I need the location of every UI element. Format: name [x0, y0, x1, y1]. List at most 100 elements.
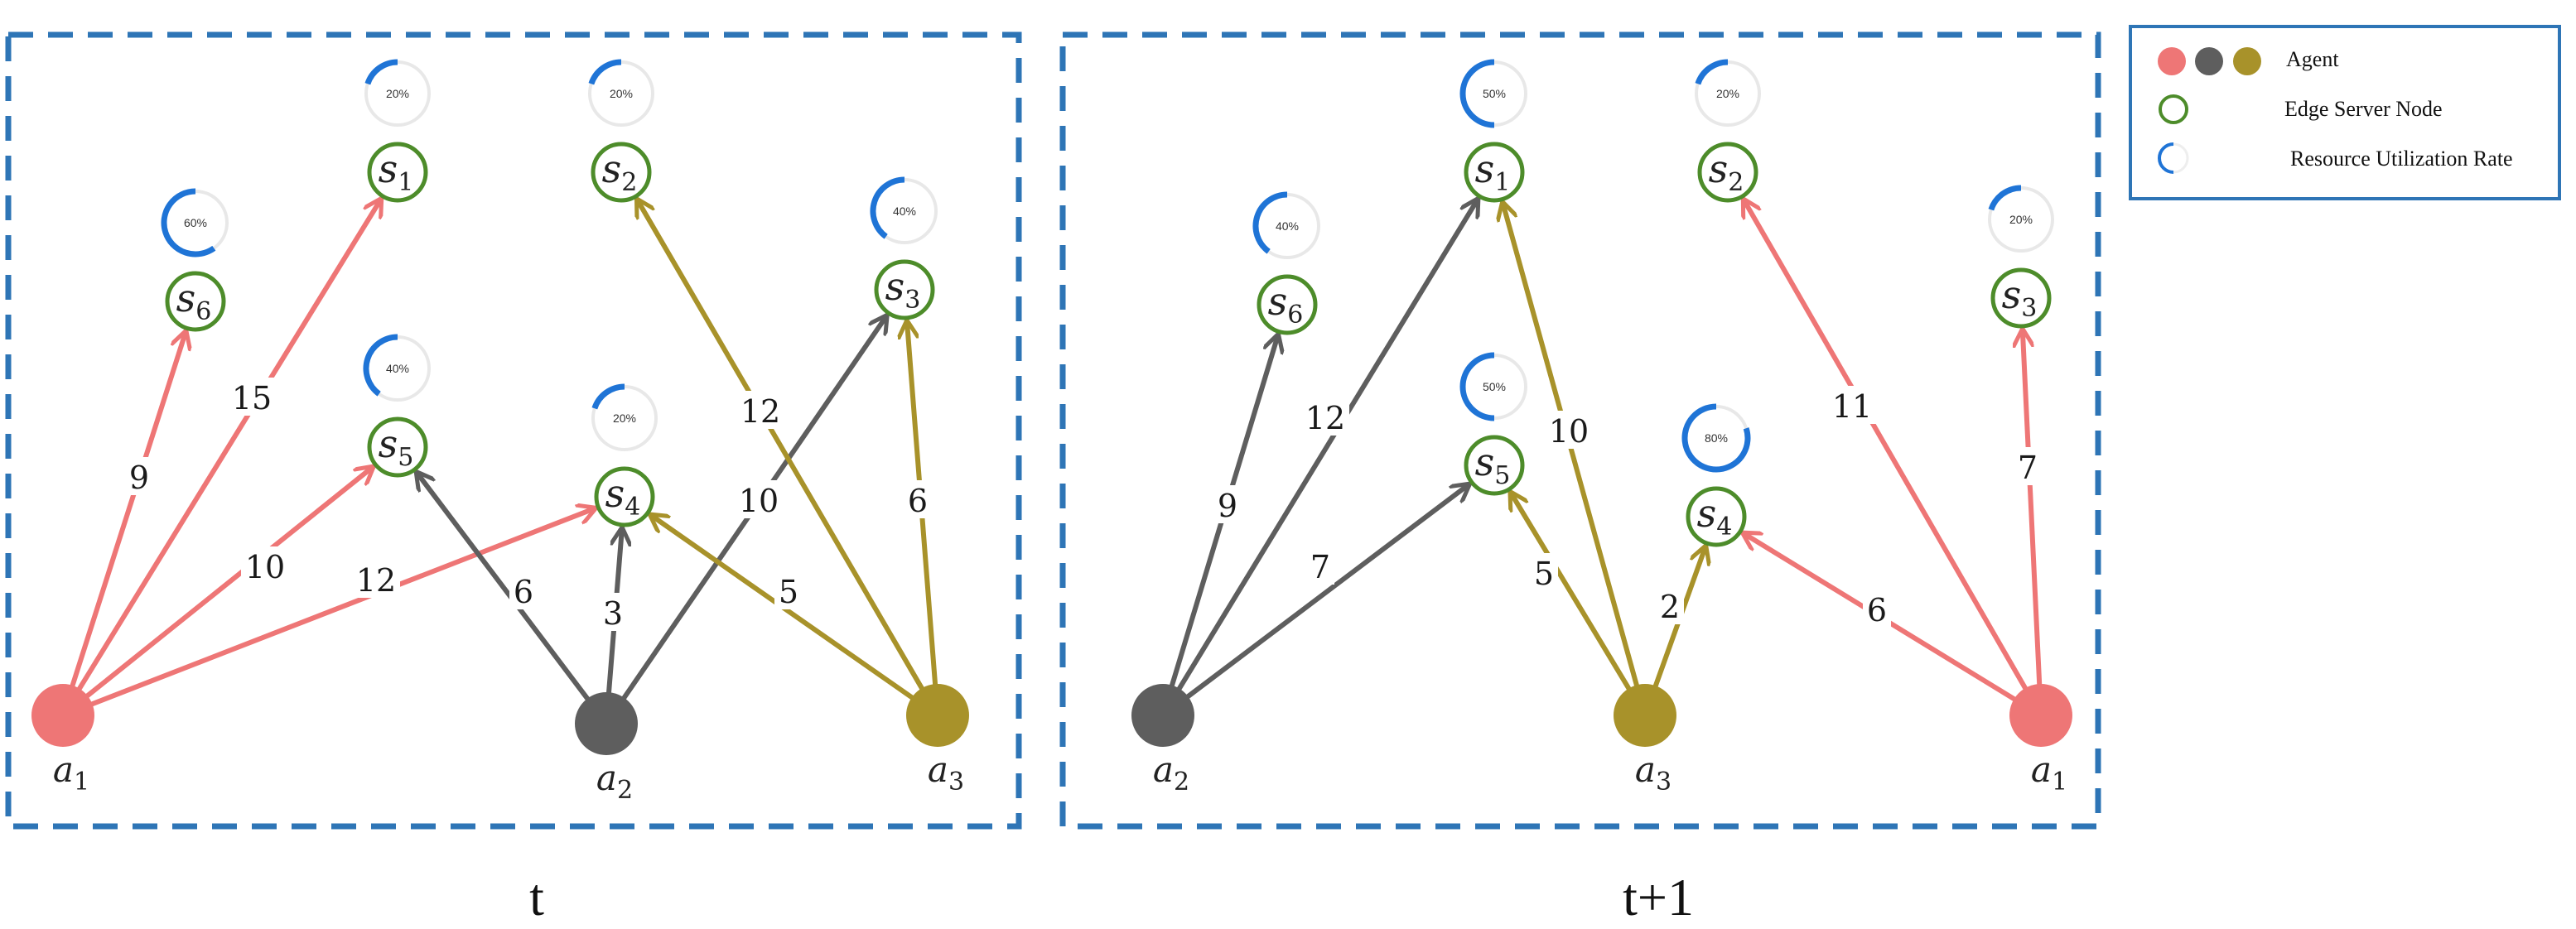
node-letter: s: [1697, 491, 1717, 536]
edge-weight-bg: [599, 593, 627, 631]
agent-letter: a: [596, 758, 617, 798]
panel-t-caption: t: [529, 868, 544, 927]
agent-subscript: 3: [948, 768, 964, 797]
edge-a1-s2: [1744, 200, 2041, 713]
edge-weight-a2-s5: 7: [1310, 549, 1330, 585]
node-subscript: 2: [621, 168, 637, 197]
node-subscript: 5: [1494, 461, 1510, 490]
node-label-s2: s2: [1709, 147, 1744, 197]
agent-letter: a: [2031, 749, 2052, 790]
edge-weight-bg: [2014, 447, 2042, 485]
agent-a2: [1131, 684, 1194, 747]
agent-label-a1: a1: [2031, 749, 2067, 797]
edge-weight-a1-s3: 7: [2018, 450, 2038, 486]
node-subscript: 2: [1728, 168, 1744, 197]
gauge-label-s4: 80%: [1705, 431, 1728, 445]
node-subscript: 6: [1287, 301, 1303, 330]
agent-letter: a: [1153, 749, 1174, 790]
node-s3: [874, 259, 935, 320]
edge-weight-bg: [1828, 386, 1876, 424]
edge-weight-bg: [509, 571, 538, 609]
node-subscript: 6: [195, 297, 211, 326]
agent-subscript: 1: [2052, 768, 2067, 797]
node-label-s6: s6: [1268, 279, 1304, 330]
edge-weight-a1-s4: 6: [1867, 592, 1887, 628]
edge-weight-a2-s5: 6: [514, 574, 533, 610]
edge-a3-s1: [1503, 203, 1646, 712]
gauge-label-s6: 40%: [1276, 219, 1299, 233]
legend-agent1-swatch: [2158, 47, 2186, 75]
edge-weight-bg: [352, 560, 400, 598]
gauge-label-s2: 20%: [1716, 87, 1739, 100]
node-label-s6: s6: [176, 276, 212, 326]
agent-letter: a: [1635, 749, 1656, 790]
edge-weight-a2-s4: 3: [603, 595, 623, 632]
edge-weight-bg: [125, 457, 153, 495]
edge-weight-a3-s1: 10: [1549, 413, 1589, 450]
node-subscript: 4: [1716, 513, 1732, 542]
edge-weight-a3-s5: 5: [1534, 556, 1554, 592]
edge-a1-s4: [66, 508, 596, 716]
agent-a2: [575, 692, 638, 755]
node-subscript: 5: [398, 443, 413, 472]
agent-subscript: 2: [1174, 768, 1189, 797]
agent-subscript: 1: [74, 768, 89, 797]
edge-weight-bg: [736, 391, 784, 429]
legend-node-label: Edge Server Node: [2284, 97, 2443, 121]
gauge-arc-s4: [591, 383, 625, 410]
edge-weight-bg: [1306, 546, 1334, 585]
agent-label-a3: a3: [1635, 749, 1672, 797]
edge-weight-bg: [1213, 485, 1242, 523]
node-label-s2: s2: [602, 147, 638, 197]
gauge-arc-s4: [1681, 403, 1751, 473]
agent-label-a2: a2: [596, 758, 633, 805]
edge-a1-s5: [65, 467, 373, 715]
legend-gauge-track: [2173, 142, 2189, 174]
agent-label-a2: a2: [1153, 749, 1189, 797]
panel-t-frame: [5, 31, 1022, 830]
edge-weight-bg: [774, 571, 803, 609]
gauge-label-s5: 40%: [386, 362, 409, 375]
node-subscript: 3: [904, 286, 920, 315]
node-s1: [367, 142, 428, 203]
node-subscript: 4: [625, 493, 640, 522]
node-letter: s: [1475, 440, 1495, 484]
legend-util-label: Resource Utilization Rate: [2290, 147, 2513, 171]
node-s5: [367, 416, 428, 478]
node-letter: s: [2002, 272, 2022, 317]
gauge-arc-s6: [1252, 191, 1288, 254]
node-label-s3: s3: [2002, 272, 2038, 323]
node-label-s4: s4: [605, 471, 641, 522]
agent-subscript: 3: [1656, 768, 1672, 797]
gauge-label-s3: 20%: [2009, 213, 2033, 226]
legend-gauge-icon: [2158, 142, 2174, 174]
edge-weight-a2-s6: 9: [1218, 488, 1237, 524]
node-s3: [1990, 267, 2052, 329]
node-letter: s: [176, 276, 196, 320]
gauge-arc-s5: [1459, 352, 1495, 421]
panel-t1-frame: [1059, 31, 2101, 830]
edge-weight-a1-s5: 10: [245, 549, 285, 585]
edge-weight-a3-s4: 5: [779, 574, 798, 610]
edge-weight-a3-s3: 6: [908, 483, 928, 519]
gauge-label-s6: 60%: [184, 216, 207, 229]
edge-a3-s2: [637, 200, 938, 713]
node-label-s4: s4: [1697, 491, 1733, 542]
edge-a1-s3: [2023, 330, 2043, 712]
edge-weight-a1-s6: 9: [129, 460, 149, 496]
edge-a1-s1: [63, 199, 381, 713]
node-label-s1: s1: [1475, 147, 1511, 197]
node-s6: [165, 271, 226, 332]
node-subscript: 1: [1494, 168, 1510, 197]
gauge-label-s5: 50%: [1483, 380, 1506, 393]
gauge-arc-s5: [363, 334, 398, 397]
agent-subscript: 2: [617, 776, 633, 805]
node-letter: s: [885, 264, 905, 309]
node-letter: s: [379, 421, 398, 466]
gauge-label-s3: 40%: [893, 205, 916, 218]
gauge-arc-s6: [161, 188, 216, 258]
agent-a1: [2009, 684, 2072, 747]
edge-weight-bg: [1656, 586, 1684, 624]
edge-weight-bg: [904, 480, 932, 518]
